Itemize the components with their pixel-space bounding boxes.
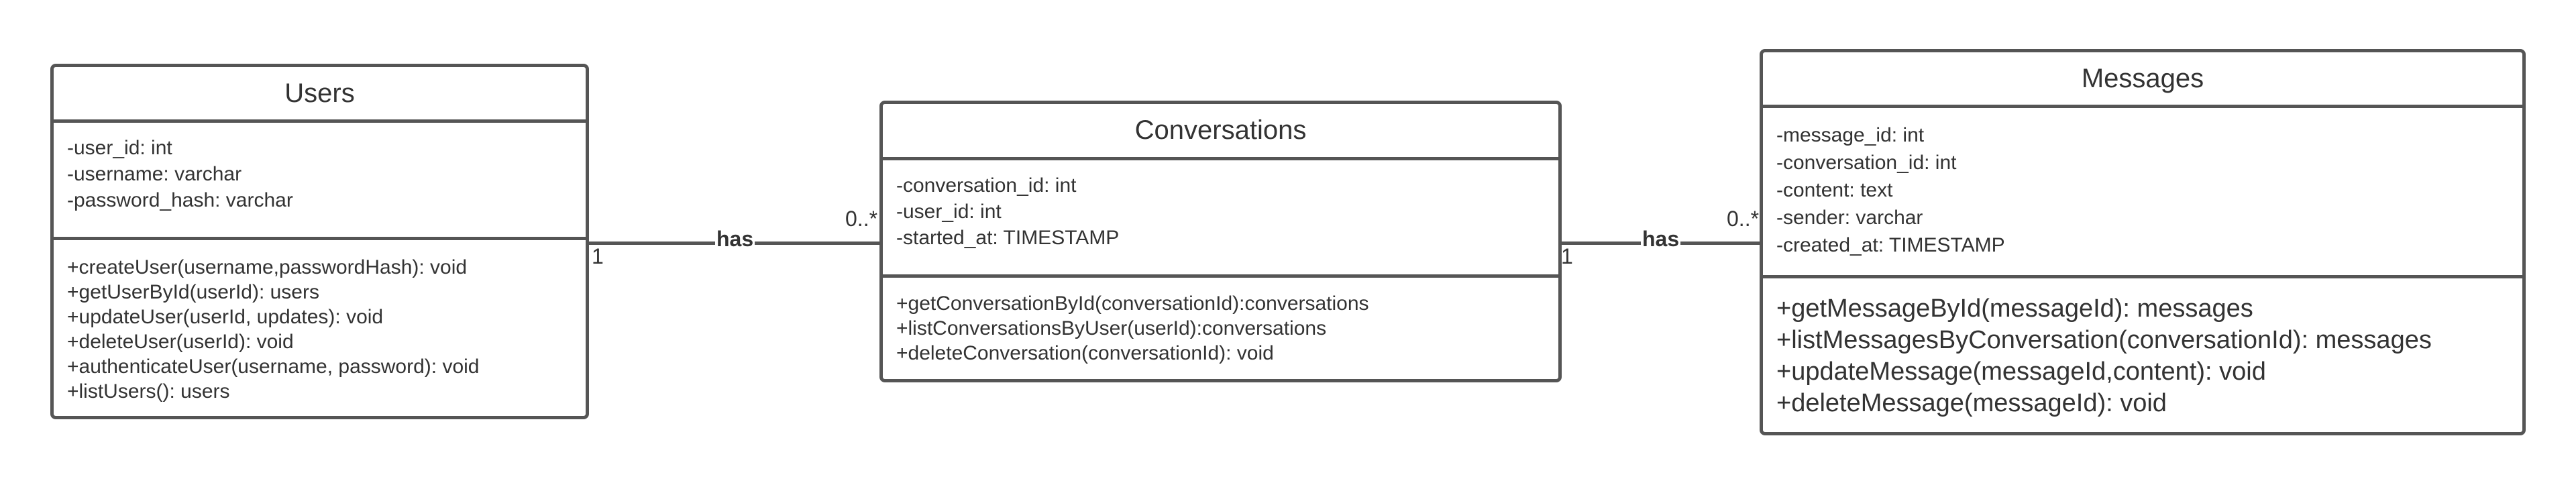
attribute: -created_at: TIMESTAMP — [1776, 234, 2005, 256]
class-conversations[interactable]: Conversations -conversation_id: int -use… — [879, 101, 1562, 382]
operation: +listMessagesByConversation(conversation… — [1776, 326, 2432, 354]
operation: +deleteUser(userId): void — [67, 331, 294, 353]
class-name-users: Users — [54, 67, 586, 123]
operations-messages: +getMessageById(messageId): messages +li… — [1763, 278, 2522, 432]
operation: +getConversationById(conversationId):con… — [896, 292, 1369, 315]
operations-users: +createUser(username,passwordHash): void… — [54, 240, 586, 416]
attribute: -sender: varchar — [1776, 207, 1923, 229]
attribute: -conversation_id: int — [1776, 152, 1957, 174]
multiplicity-users-one: 1 — [592, 244, 604, 268]
operation: +listUsers(): users — [67, 380, 230, 402]
attributes-conversations: -conversation_id: int -user_id: int -sta… — [883, 160, 1558, 278]
operation: +getMessageById(messageId): messages — [1776, 294, 2253, 323]
operation: +deleteConversation(conversationId): voi… — [896, 342, 1274, 364]
attributes-users: -user_id: int -username: varchar -passwo… — [54, 123, 586, 240]
operation: +updateUser(userId, updates): void — [67, 306, 384, 328]
multiplicity-conversations-many: 0..* — [845, 207, 878, 231]
class-name-conversations: Conversations — [883, 104, 1558, 160]
multiplicity-conversations-one: 1 — [1561, 244, 1573, 268]
attribute: -content: text — [1776, 179, 1893, 201]
class-messages[interactable]: Messages -message_id: int -conversation_… — [1760, 49, 2526, 435]
attribute: -started_at: TIMESTAMP — [896, 227, 1120, 249]
class-name-messages: Messages — [1763, 52, 2522, 108]
attribute: -username: varchar — [67, 163, 242, 185]
operation: +deleteMessage(messageId): void — [1776, 389, 2167, 417]
attributes-messages: -message_id: int -conversation_id: int -… — [1763, 108, 2522, 278]
association-label-conversations-messages: has — [1641, 227, 1681, 252]
attribute: -user_id: int — [67, 137, 172, 159]
association-label-users-conversations: has — [715, 227, 755, 252]
class-users[interactable]: Users -user_id: int -username: varchar -… — [50, 64, 589, 419]
operation: +updateMessage(messageId,content): void — [1776, 358, 2266, 386]
attribute: -user_id: int — [896, 201, 1002, 223]
multiplicity-messages-many: 0..* — [1727, 207, 1760, 231]
operation: +authenticateUser(username, password): v… — [67, 356, 480, 378]
attribute: -message_id: int — [1776, 124, 1925, 146]
attribute: -password_hash: varchar — [67, 189, 293, 211]
operation: +getUserById(userId): users — [67, 281, 319, 303]
attribute: -conversation_id: int — [896, 174, 1077, 197]
operation: +createUser(username,passwordHash): void — [67, 256, 468, 278]
operation: +listConversationsByUser(userId):convers… — [896, 317, 1327, 339]
operations-conversations: +getConversationById(conversationId):con… — [883, 278, 1558, 379]
